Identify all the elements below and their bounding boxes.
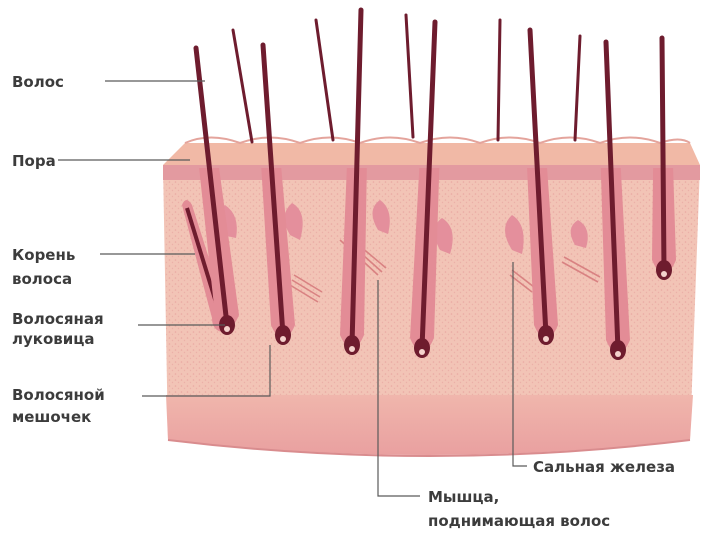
skin-surface-bumps [184,136,691,145]
dermal-papilla [543,336,549,342]
arrector-muscle [509,269,535,293]
label-root-2: волоса [12,270,72,288]
label-bulb-2: луковица [12,330,95,348]
hair-shaft [573,34,582,142]
sebaceous-gland [372,200,390,234]
skin-bottom-edge [167,439,691,457]
label-sebaceous: Сальная железа [533,458,675,476]
label-hair: Волос [12,73,64,91]
hair-shaft [314,18,335,142]
sebaceous-glands [216,200,588,254]
label-follicle-2: мешочек [12,408,91,426]
label-muscle-1: Мышца, [428,488,499,506]
hair-bulb [219,315,235,335]
hair-bulb [414,338,430,358]
dermal-papilla [661,271,667,277]
hair-shaft [404,13,415,139]
hair-shaft [260,42,286,338]
hair-shaft [193,45,230,328]
leader-follicle [142,345,271,397]
label-follicle-1: Волосяной [12,386,105,404]
hair-bulb [538,325,554,345]
follicles [182,7,676,360]
deep-dermis-band [166,395,693,455]
arrector-muscle [289,274,323,303]
sebaceous-gland [284,203,303,240]
hair-bulb [610,340,626,360]
sebaceous-gland [570,220,588,248]
hair-shaft [527,27,549,338]
hair-bulb [275,325,291,345]
dermal-papilla [419,349,425,355]
dermal-papilla [224,326,230,332]
arrector-muscle [561,256,601,283]
leader-sebaceous [512,262,527,467]
hair-shaft [603,39,621,353]
hair-shaft [496,18,502,142]
dermal-papilla [349,346,355,352]
leader-lines [58,80,527,497]
leader-muscle [377,280,420,497]
hair-shaft [349,7,364,348]
sebaceous-gland [505,215,524,254]
label-root-1: Корень [12,246,75,264]
sebaceous-gland [434,218,453,254]
label-pore: Пора [12,152,56,170]
hair-shaft [231,28,254,144]
hair-shaft [419,19,438,351]
label-muscle-2: поднимающая волос [428,512,610,530]
hair-bulb [656,260,672,280]
dermal-papilla [280,336,286,342]
label-bulb-1: Волосяная [12,310,104,328]
dermal-papilla [615,351,621,357]
hair-bulb [344,335,360,355]
hair-shaft [659,35,667,273]
